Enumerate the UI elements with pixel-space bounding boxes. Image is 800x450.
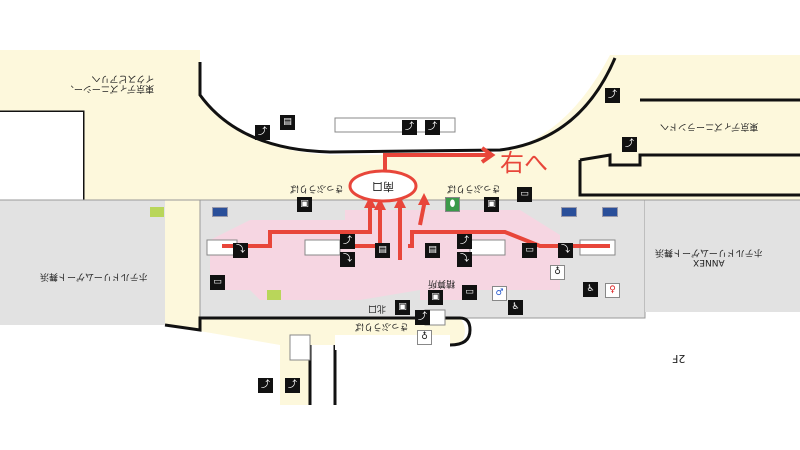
shop-icon [561, 207, 577, 217]
escalator-icon: ⤵ [457, 252, 472, 267]
annex-name: ANNEX [693, 256, 725, 267]
escalator-icon: ⤴ [285, 378, 300, 393]
elevator-icon: ▤ [425, 243, 440, 258]
shop-icon [212, 207, 228, 217]
escalator-icon: ⤵ [558, 243, 573, 258]
escalator-icon: ⤴ [425, 120, 440, 135]
ticket-machine-icon: ▣ [395, 300, 410, 315]
ticket-machine-icon: ▣ [428, 290, 443, 305]
south-exit-highlight [348, 169, 418, 203]
atm-icon: ▭ [210, 275, 225, 290]
north-exit-label[interactable]: 北口 [368, 302, 387, 313]
floor-label: 2F [672, 352, 686, 366]
restroom-icon: ♿ [583, 282, 598, 297]
coin-locker-icon: ⬮ [445, 197, 460, 212]
fare-adjustment-label: 精算所 [428, 277, 456, 288]
accessible-restroom-icon: ♿ [508, 300, 523, 315]
escalator-icon: ⤴ [340, 234, 355, 249]
escalator-icon: ⤵ [340, 252, 355, 267]
route-arrowheads [364, 193, 430, 210]
shop-icon [267, 290, 281, 300]
building-right [645, 200, 800, 312]
tds-line-1: 東京ディズニーシー、 [65, 82, 155, 93]
ticket-machine-icon: ▣ [297, 197, 312, 212]
ticket-office-label: きっぷうりば [447, 182, 501, 193]
nursery-icon: ♁ [550, 265, 565, 280]
escalator-icon: ⤴ [255, 125, 270, 140]
direction-annotation: 右へ [500, 149, 548, 177]
escalator-icon: ⤴ [622, 137, 637, 152]
atm-icon: ▭ [522, 243, 537, 258]
escalator-icon: ⤴ [605, 88, 620, 103]
atm-icon: ▭ [462, 285, 477, 300]
tokyo-disneysea-direction: 東京ディズニーシー、 イクスピアリへ [65, 72, 155, 93]
annex-hotel-name: ホテルドリームゲート舞浜 [655, 246, 763, 257]
nursery-icon: ♁ [417, 330, 432, 345]
restroom-icon: ♀ [605, 283, 620, 298]
tds-line-2: イクスピアリへ [91, 72, 155, 83]
tokyo-disneyland-direction: 東京ディズニーランドへ [660, 120, 759, 131]
escalator-icon: ⤴ [402, 120, 417, 135]
shop-icon [602, 207, 618, 217]
north-corridor [165, 205, 465, 405]
ticket-office-label: きっぷうりば [355, 320, 409, 331]
ticket-machine-icon: ▣ [484, 197, 499, 212]
south-exit-label[interactable]: 南口 [372, 180, 394, 194]
escalator-icon: ⤵ [233, 243, 248, 258]
elevator-icon: ▤ [375, 243, 390, 258]
escalator-icon: ⤴ [457, 234, 472, 249]
escalator-icon: ⤴ [258, 378, 273, 393]
elevator-icon: ▤ [280, 115, 295, 130]
ticket-office-label: きっぷうりば [290, 182, 344, 193]
building-left [0, 200, 165, 325]
hotel-dreamgate-annex-label: ANNEX ホテルドリームゲート舞浜 [655, 246, 763, 267]
atm-icon: ▭ [517, 187, 532, 202]
shop-icon [150, 207, 164, 217]
escalator-icon: ⤴ [415, 310, 430, 325]
restroom-icon: ♂ [492, 286, 507, 301]
hotel-dreamgate-label: ホテルドリームゲート舞浜 [40, 270, 148, 281]
